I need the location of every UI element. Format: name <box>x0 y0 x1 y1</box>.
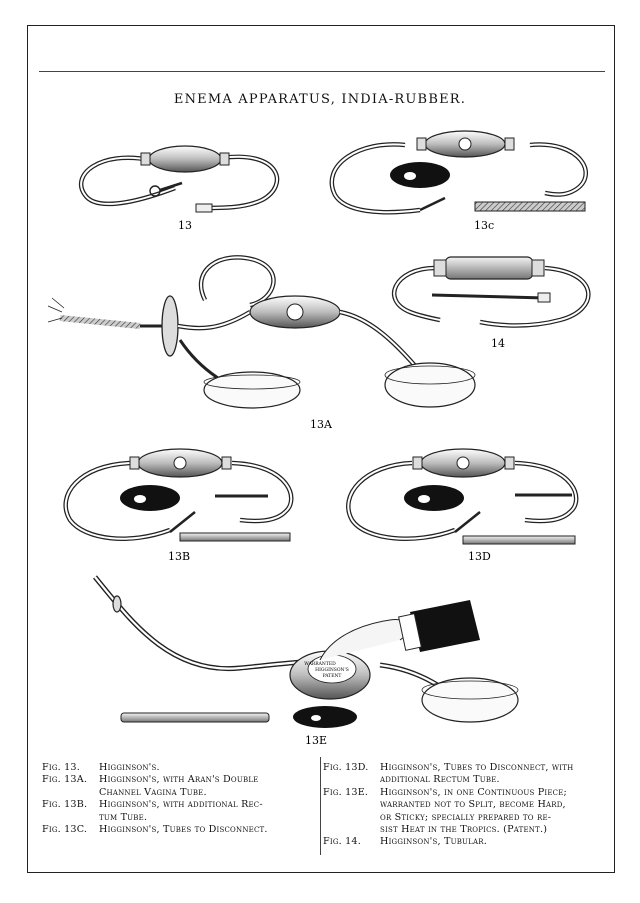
caption-text: Higginson's, with Aran's Double <box>99 774 259 786</box>
caption-figure-number: Fig. 13D. <box>323 762 369 773</box>
caption-text: Higginson's, Tubes to Disconnect. <box>99 824 268 836</box>
caption-figure-number: Fig. 13E. <box>323 786 369 798</box>
figure-13a-label: 13A <box>310 418 333 431</box>
header-rule <box>39 71 605 72</box>
figure-13a-illustration <box>47 255 476 409</box>
caption-figure-number: Fig. 14. <box>323 836 361 848</box>
figure-14-illustration <box>391 256 591 328</box>
caption-figure-number: Fig. 13. <box>42 762 80 773</box>
caption-figure-number: Fig. 13B. <box>42 799 88 811</box>
caption-text: Higginson's. <box>99 762 160 773</box>
caption-continuation: additional Rectum Tube. <box>380 774 500 786</box>
figure-13e-label: 13E <box>305 734 327 747</box>
figure-13e-illustration <box>93 575 519 728</box>
caption-row: Fig. 14. Higginson's, Tubular. <box>323 836 605 848</box>
caption-row: Fig. 13. Higginson's. <box>42 762 314 774</box>
caption-text: Higginson's, Tubular. <box>380 836 487 848</box>
captions-left: Fig. 13. Higginson's. Fig. 13A. Higginso… <box>42 762 314 836</box>
figure-13-label: 13 <box>178 219 192 232</box>
caption-text: Higginson's, in one Continuous Piece; <box>380 786 567 798</box>
figure-14-label: 14 <box>491 337 505 350</box>
figure-13d-label: 13D <box>468 550 491 563</box>
caption-row: Fig. 13C. Higginson's, Tubes to Disconne… <box>42 824 314 836</box>
caption-continuation: warranted not to Split, become Hard,or S… <box>380 799 566 836</box>
caption-continuation: Channel Vagina Tube. <box>99 786 207 798</box>
caption-row: Fig. 13A. Higginson's, with Aran's Doubl… <box>42 774 314 786</box>
figure-13b-illustration <box>63 448 294 542</box>
caption-row: Fig. 13D. Higginson's, Tubes to Disconne… <box>323 762 605 774</box>
bulb-stamp-line1: WARRANTED <box>304 661 336 667</box>
caption-text: Higginson's, Tubes to Disconnect, with <box>380 762 574 773</box>
caption-divider <box>320 757 321 855</box>
caption-figure-number: Fig. 13A. <box>42 774 88 786</box>
caption-figure-number: Fig. 13C. <box>42 824 88 836</box>
caption-text: Higginson's, with additional Rec- <box>99 799 263 811</box>
captions-right: Fig. 13D. Higginson's, Tubes to Disconne… <box>323 762 605 849</box>
bulb-stamp-line3: PATENT <box>323 673 342 679</box>
page-title: ENEMA APPARATUS, INDIA-RUBBER. <box>173 92 467 107</box>
figure-13-illustration <box>78 145 280 213</box>
caption-row: Fig. 13E. Higginson's, in one Continuous… <box>323 787 605 799</box>
figure-13c-label: 13c <box>474 219 494 232</box>
bulb-stamp-line2: HIGGINSON'S <box>315 667 349 673</box>
figure-13b-label: 13B <box>168 550 190 563</box>
caption-continuation: tum Tube. <box>99 811 148 823</box>
figure-13c-illustration <box>329 130 588 215</box>
page-border <box>27 25 615 873</box>
figure-13d-illustration <box>346 448 579 545</box>
caption-row: Fig. 13B. Higginson's, with additional R… <box>42 799 314 811</box>
